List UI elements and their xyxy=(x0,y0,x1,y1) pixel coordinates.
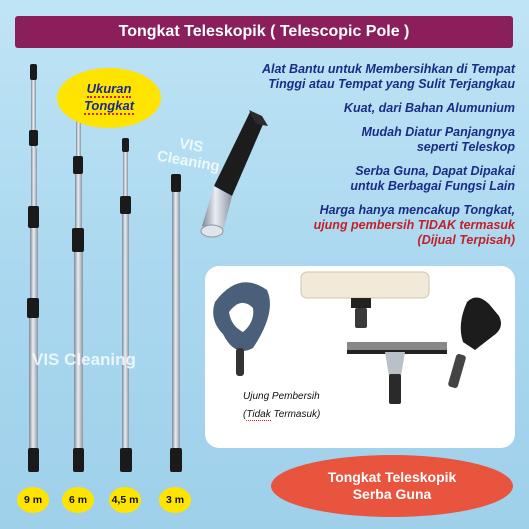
size-badge-line2: Tongkat xyxy=(83,98,135,115)
size-badge: Ukuran Tongkat xyxy=(57,68,161,128)
watermark-bottom: VIS Cleaning xyxy=(32,350,136,369)
accessories-caption: Ujung Pembersih (Tidak Termasuk) xyxy=(243,391,321,421)
size-badge-line1: Ukuran xyxy=(86,81,132,98)
feature-item: Kuat, dari Bahan Alumunium xyxy=(343,101,515,115)
product-banner: Tongkat Teleskopik Serba Guna xyxy=(271,455,513,517)
length-badge-4-5m: 4,5 m xyxy=(109,487,141,513)
pole-tip-closeup xyxy=(200,110,268,238)
pole-9m xyxy=(27,64,39,472)
pole-6m xyxy=(72,106,84,472)
length-badge-3m: 3 m xyxy=(159,487,191,513)
pole-4-5m xyxy=(120,138,132,472)
washer-sleeve-icon xyxy=(300,271,430,328)
page-title: Tongkat Teleskopik ( Telescopic Pole ) xyxy=(15,16,513,48)
feature-item: Serba Guna, Dapat Dipakai untuk Berbagai… xyxy=(350,164,515,193)
accessories-illustration xyxy=(213,271,501,404)
feature-item: Alat Bantu untuk Membersihkan di Tempat … xyxy=(261,62,515,91)
pole-3m xyxy=(170,174,182,472)
bottle-brush-icon xyxy=(448,297,501,389)
feature-list: Alat Bantu untuk Membersihkan di Tempat … xyxy=(185,62,515,257)
length-badge-6m: 6 m xyxy=(62,487,94,513)
length-badge-9m: 9 m xyxy=(17,487,49,513)
price-note: Harga hanya mencakup Tongkat, ujung pemb… xyxy=(313,203,515,247)
feature-item: Mudah Diatur Panjangnya seperti Teleskop xyxy=(361,125,516,154)
squeegee-icon xyxy=(347,342,447,404)
accessories-panel xyxy=(205,266,515,448)
round-brush-icon xyxy=(213,282,270,376)
